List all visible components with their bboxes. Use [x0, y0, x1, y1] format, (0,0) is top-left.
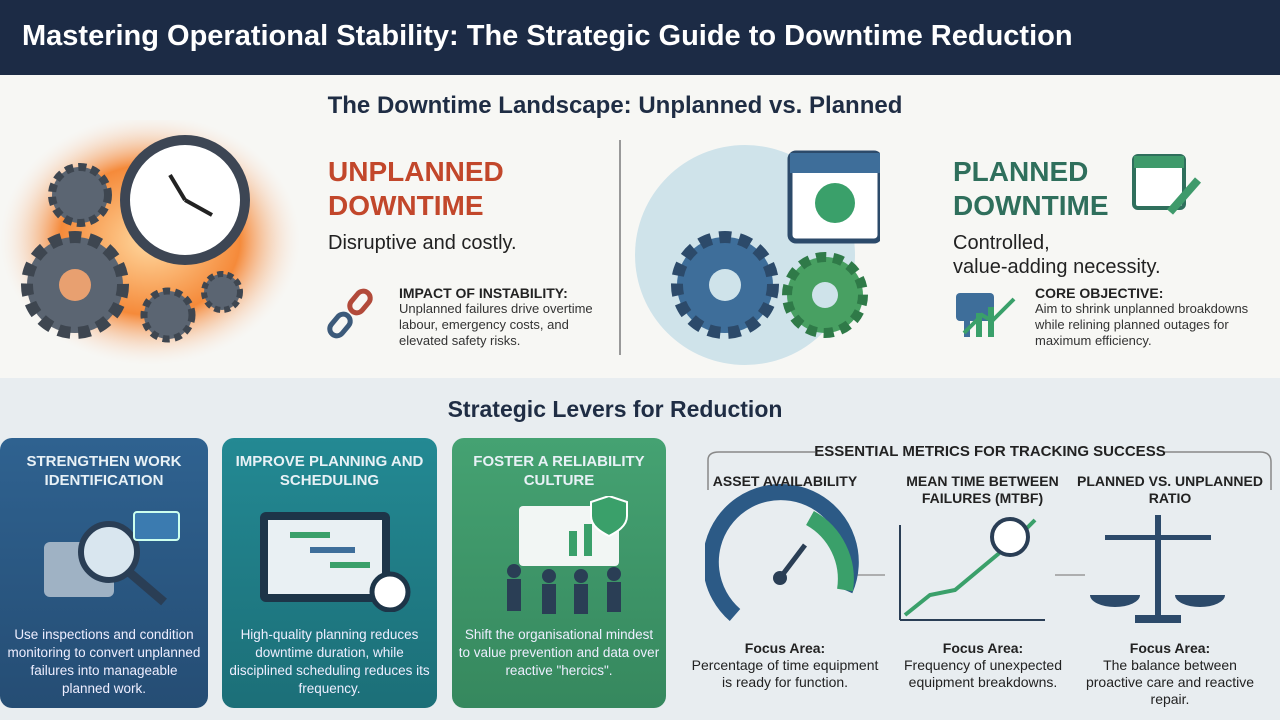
impact-note: IMPACT OF INSTABILITY: Unplanned failure… [399, 285, 619, 349]
focus-label: Focus Area: [942, 640, 1024, 656]
planned-heading-line1: PLANNED [953, 156, 1089, 187]
calendar-wrench-icon [1132, 154, 1202, 215]
broken-chain-icon [327, 288, 373, 339]
lever-card-reliability-culture: FOSTER A RELIABILITY CULTURE Shift the o… [452, 438, 666, 708]
lever-card-title: FOSTER A RELIABILITY CULTURE [473, 453, 645, 489]
lever-card-planning-scheduling: IMPROVE PLANNING AND SCHEDULING High-qua… [222, 438, 437, 708]
divider [619, 140, 621, 355]
focus-label: Focus Area: [1129, 640, 1211, 656]
fire-gears-clock-icon [0, 120, 300, 365]
unplanned-heading-line2: DOWNTIME [328, 190, 484, 221]
impact-note-title: IMPACT OF INSTABILITY: [399, 285, 568, 301]
focus-label: Focus Area: [744, 640, 826, 656]
calendar-gears-icon [635, 145, 880, 365]
impact-note-text: Unplanned failures drive overtime labour… [399, 301, 593, 348]
metric-focus-ratio: Focus Area:The balance between proactive… [1075, 640, 1265, 708]
lever-card-text: High-quality planning reduces downtime d… [229, 627, 430, 696]
core-objective-text: Aim to shrink unplanned broakdowns while… [1035, 301, 1249, 348]
core-objective-note: CORE OBJECTIVE: Aim to shrink unplanned … [1035, 285, 1275, 349]
magnifier-machine-icon [44, 511, 180, 606]
lever-card-text: Shift the organisational mindest to valu… [458, 627, 660, 678]
levers-title: Strategic Levers for Reduction [447, 396, 783, 422]
planned-subtitle-2: value-adding necessity. [953, 256, 1161, 278]
metrics-title: ESSENTIAL METRICS FOR TRACKING SUCCESS [814, 443, 1166, 460]
metrics-panel-frame [705, 451, 1272, 623]
trend-clock-icon [899, 517, 1045, 621]
gauge-icon [705, 484, 859, 622]
gantt-tablet-stopwatch-icon [259, 512, 410, 613]
core-objective-title: CORE OBJECTIVE: [1035, 285, 1164, 301]
scale-icon [1090, 515, 1225, 623]
metric-focus-availability: Focus Area:Percentage of time equipment … [690, 640, 880, 691]
unplanned-subtitle: Disruptive and costly. [328, 232, 517, 254]
team-dashboard-shield-icon [507, 494, 628, 614]
lever-card-title: IMPROVE PLANNING AND SCHEDULING [235, 453, 424, 489]
focus-text: Frequency of unexpected equipment breakd… [904, 657, 1062, 690]
focus-text: The balance between proactive care and r… [1085, 657, 1255, 707]
planned-subtitle-1: Controlled, [953, 232, 1050, 254]
metric-focus-mtbf: Focus Area:Frequency of unexpected equip… [888, 640, 1078, 691]
planned-heading-line2: DOWNTIME [953, 190, 1109, 221]
lever-card-text: Use inspections and condition monitoring… [7, 627, 201, 696]
landscape-title: The Downtime Landscape: Unplanned vs. Pl… [327, 92, 903, 119]
unplanned-heading-line1: UNPLANNED [328, 156, 504, 187]
metric-title-availability: ASSET AVAILABILITY [712, 473, 858, 489]
metric-title-mtbf: MEAN TIME BETWEEN FAILURES (MTBF) [906, 473, 1059, 506]
page-title: Mastering Operational Stability: The Str… [0, 0, 1280, 75]
lever-card-work-identification: STRENGTHEN WORK IDENTIFICATION Use inspe… [0, 438, 208, 708]
lever-card-title: STRENGTHEN WORK IDENTIFICATION [26, 453, 182, 489]
toolbox-growth-icon [956, 293, 1016, 337]
focus-text: Percentage of time equipment is ready fo… [691, 657, 879, 690]
metric-title-ratio: PLANNED VS. UNPLANNED RATIO [1077, 473, 1263, 506]
